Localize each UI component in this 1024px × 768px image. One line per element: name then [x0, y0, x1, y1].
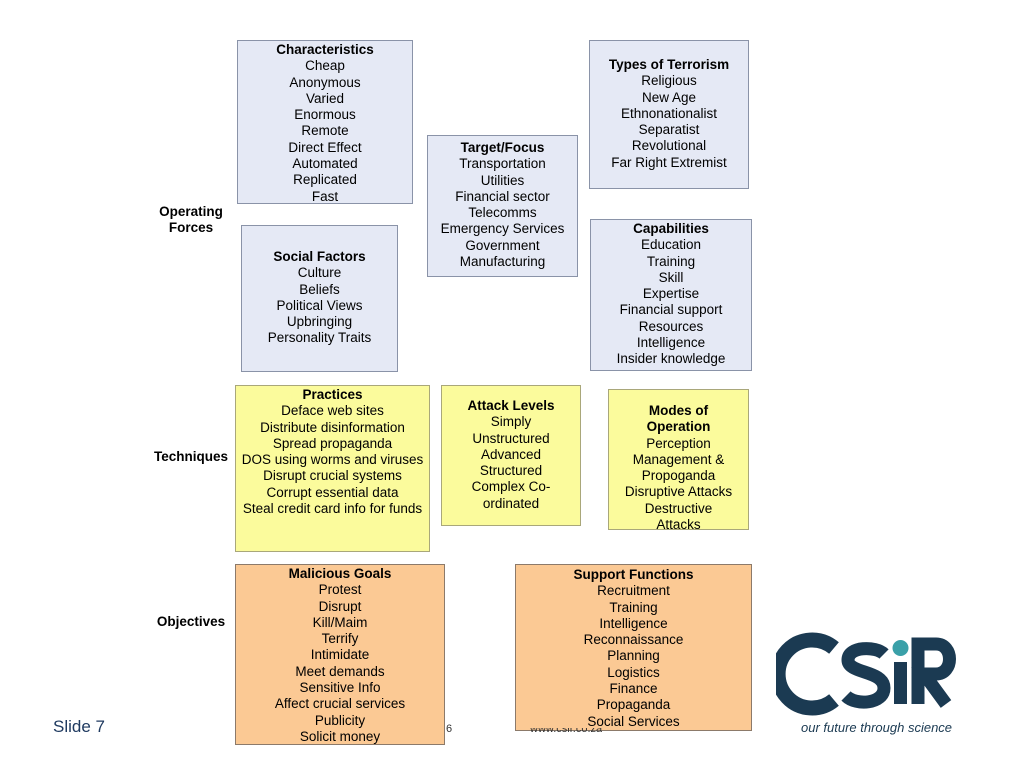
capabilities-item: Intelligence [636, 335, 706, 351]
types-of-terrorism-item: Religious [641, 73, 697, 89]
support-functions-item: Propaganda [596, 697, 671, 713]
capabilities-item: Expertise [642, 286, 700, 302]
characteristics-item: Anonymous [289, 74, 361, 90]
characteristics-title: Characteristics [276, 42, 374, 57]
characteristics-item: Fast [311, 188, 339, 204]
attack-levels-item: Complex Co-ordinated [471, 479, 551, 511]
practices-item: Corrupt essential data [266, 484, 399, 500]
malicious-goals-item: Kill/Maim [312, 614, 368, 630]
malicious-goals-item: Disrupt [318, 598, 362, 614]
capabilities-item: Resources [638, 318, 704, 334]
row-label-objectives: Objectives [156, 614, 226, 629]
malicious-goals-item: Affect crucial services [274, 696, 406, 712]
footer-url-fragment: www.csir.co.za [530, 728, 603, 735]
target-focus-item: Emergency Services [440, 221, 565, 237]
row-label-operating-forces: Operating Forces [159, 204, 223, 235]
malicious-goals-item: Solicit money [299, 728, 381, 744]
social-factors-item: Upbringing [286, 314, 353, 330]
social-factors-item: Political Views [276, 297, 363, 313]
practices-item: Steal credit card info for funds [242, 501, 423, 517]
target-focus-item: Transportation [459, 156, 546, 172]
modes-of-operation-item: Destructive Attacks [644, 500, 713, 533]
characteristics-item: Automated [292, 156, 358, 172]
practices-item: Distribute disinformation [260, 419, 405, 435]
malicious-goals-item: Terrify [321, 631, 359, 647]
modes-of-operation-title: Modes of Operation [646, 403, 711, 435]
characteristics-item: Direct Effect [288, 139, 362, 155]
social-factors-title: Social Factors [273, 249, 366, 264]
target-focus-title: Target/Focus [460, 140, 545, 155]
characteristics-item: Remote [301, 123, 349, 139]
target-focus-item: Financial sector [455, 188, 550, 204]
types-of-terrorism-item: Ethnonationalist [620, 105, 718, 121]
csir-logo-mark [776, 632, 956, 716]
types-of-terrorism-item: Revolutional [631, 138, 707, 154]
capabilities-item: Training [646, 253, 696, 269]
csir-logo: our future through science [776, 628, 962, 744]
capabilities-item: Education [640, 237, 702, 253]
support-functions-item: Intelligence [599, 615, 668, 631]
malicious-goals-item: Protest [318, 582, 362, 598]
modes-of-operation-item: Perception Management & Propoganda [632, 435, 725, 484]
types-of-terrorism-title: Types of Terrorism [608, 57, 730, 72]
target-focus-item: Manufacturing [459, 254, 546, 270]
malicious-goals-item: Sensitive Info [299, 680, 381, 696]
social-factors-item: Beliefs [299, 281, 340, 297]
attack-levels-title: Attack Levels [467, 398, 555, 413]
types-of-terrorism-item: Far Right Extremist [611, 154, 727, 170]
malicious-goals-item: Intimidate [310, 647, 370, 663]
capabilities-item: Skill [658, 269, 684, 285]
malicious-goals-title: Malicious Goals [288, 566, 392, 581]
support-functions-item: Social Services [587, 713, 680, 729]
characteristics-item: Varied [305, 90, 345, 106]
malicious-goals-item: Publicity [314, 712, 366, 728]
attack-levels-item: Simply [490, 414, 532, 430]
characteristics-item: Cheap [305, 58, 345, 74]
social-factors-item: Culture [297, 265, 342, 281]
capabilities-item: Insider knowledge [616, 351, 726, 367]
capabilities-item: Financial support [619, 302, 723, 318]
characteristics-item: Replicated [293, 172, 357, 188]
types-of-terrorism-item: New Age [641, 89, 697, 105]
support-functions-item: Logistics [607, 664, 660, 680]
support-functions-item: Reconnaissance [583, 632, 684, 648]
attack-levels-item: Unstructured [472, 430, 550, 446]
support-functions-item: Recruitment [597, 583, 670, 599]
slide-number: Slide 7 [53, 717, 105, 736]
modes-of-operation-item: Disruptive Attacks [624, 484, 733, 500]
practices-item: Spread propaganda [272, 435, 393, 451]
social-factors-item: Personality Traits [267, 330, 372, 346]
support-functions-title: Support Functions [573, 567, 694, 582]
target-focus-item: Utilities [480, 172, 525, 188]
practices-item: Disrupt crucial systems [263, 468, 402, 484]
attack-levels-item: Structured [479, 463, 543, 479]
support-functions-item: Training [609, 599, 658, 615]
support-functions-item: Finance [609, 681, 658, 697]
target-focus-item: Telecomms [468, 205, 537, 221]
types-of-terrorism-item: Separatist [638, 122, 700, 138]
footer-page-fragment: 6 [446, 723, 453, 735]
practices-item: Deface web sites [281, 403, 384, 419]
malicious-goals-item: Meet demands [295, 663, 385, 679]
target-focus-item: Government [465, 237, 540, 253]
row-label-techniques: Techniques [153, 449, 228, 464]
practices-title: Practices [302, 387, 363, 402]
attack-levels-item: Advanced [480, 446, 542, 462]
characteristics-item: Enormous [294, 107, 356, 123]
practices-item: DOS using worms and viruses [241, 452, 424, 468]
capabilities-title: Capabilities [633, 221, 709, 236]
support-functions-item: Planning [607, 648, 660, 664]
logo-tagline: our future through science [801, 720, 953, 735]
